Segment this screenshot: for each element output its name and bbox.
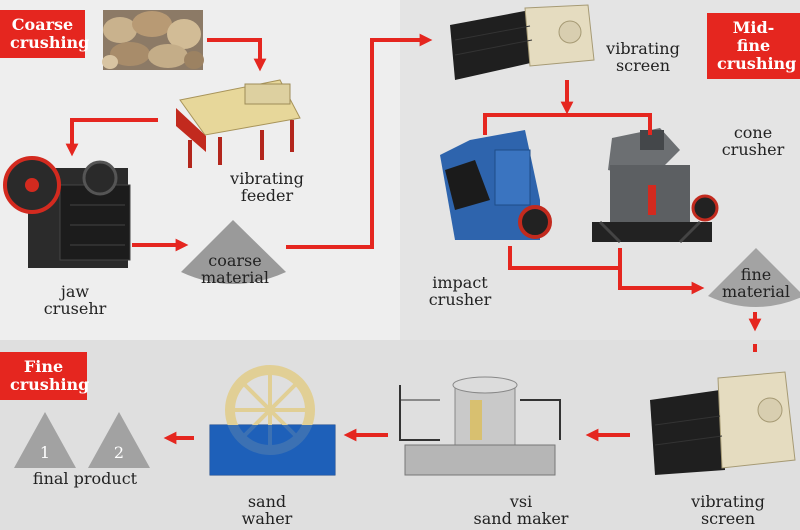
vibrating-screen-bottom-machine [650,372,795,475]
stage-tag-fine: Fine crushing [0,352,87,400]
sand-washer-machine [210,370,335,475]
label-vibrating-feeder: vibrating feeder [222,170,312,204]
label-product-1: 1 [37,444,53,461]
label-sand-washer: sand waher [222,493,312,527]
label-product-2: 2 [111,444,127,461]
label-final-product: final product [20,470,150,487]
arrow-screen-split [485,115,650,135]
label-vibrating-screen-bottom: vibrating screen [680,493,776,527]
vibrating-screen-top-machine [450,5,594,80]
arrow-feeder-to-jaw [72,120,158,150]
arrow-impact-out [510,246,620,268]
label-coarse-material: coarse material [193,252,277,286]
stage-tag-midfine: Mid-fine crushing [707,13,800,79]
label-vibrating-screen-top: vibrating screen [598,40,688,74]
cone-crusher-machine [592,128,717,242]
label-vsi-sand-maker: vsi sand maker [456,493,586,527]
label-jaw-crusher: jaw crusehr [30,283,120,317]
label-cone-crusher: cone crusher [710,124,796,158]
raw-rock-image [102,10,204,70]
vibrating-feeder-machine [176,80,300,168]
label-impact-crusher: impact crusher [418,274,502,308]
jaw-crusher-machine [5,158,130,268]
stage-tag-coarse: Coarse crushing [0,10,85,58]
label-fine-material: fine material [714,266,798,300]
vsi-sand-maker-machine [400,377,560,475]
arrow-to-fine-material [620,248,698,288]
arrow-rocks-to-feeder [207,40,260,65]
impact-crusher-machine [440,130,550,240]
arrow-coarse-to-screen [286,40,426,247]
